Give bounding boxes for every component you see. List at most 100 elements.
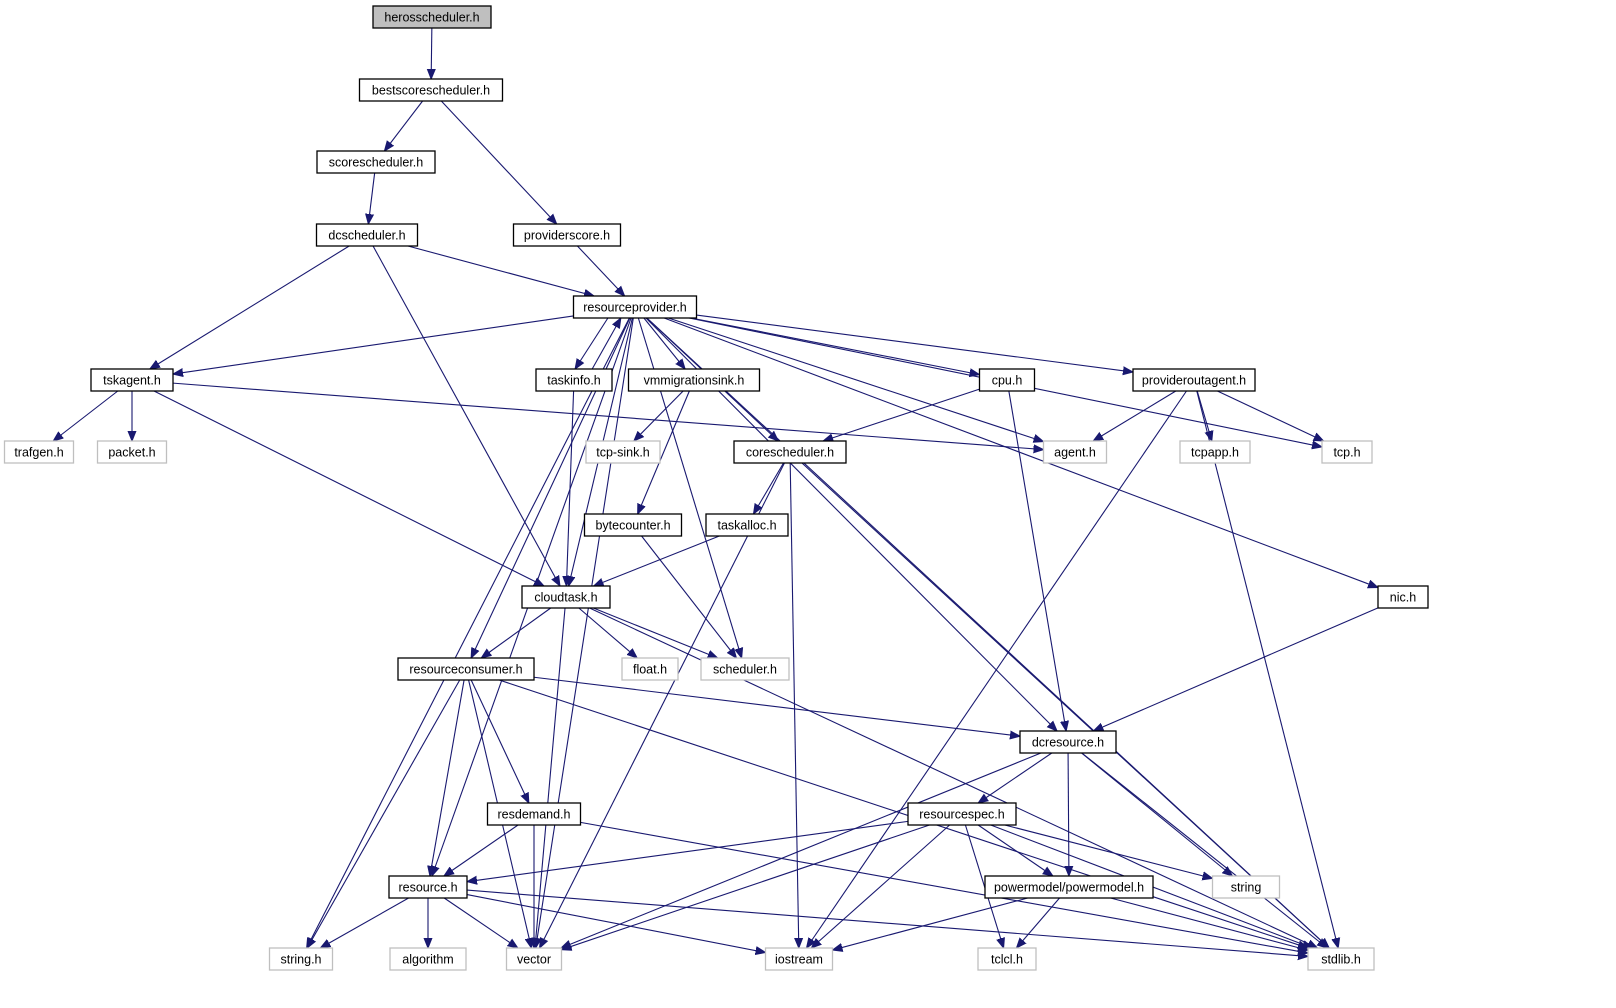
node-label: nic.h: [1390, 591, 1416, 605]
node-box: [978, 368, 1036, 392]
node-providerscore-h[interactable]: providerscore.h: [512, 223, 622, 247]
node-box: [372, 5, 492, 29]
edge-resourceprovider-h-to-nic-h: [663, 317, 1378, 588]
node-label: tcp.h: [1333, 446, 1360, 460]
edge-dcresource-h-to-powermodel-powermodel-h: [1068, 752, 1069, 876]
node-label: taskinfo.h: [547, 374, 601, 388]
node-scorescheduler-h[interactable]: scorescheduler.h: [316, 150, 436, 174]
edge-providerscore-h-to-resourceprovider-h: [576, 245, 624, 296]
edge-taskalloc-h-to-cloudtask-h: [594, 535, 720, 586]
node-label: resourceprovider.h: [583, 301, 687, 315]
edge-cloudtask-h-to-resourceconsumer-h: [481, 607, 552, 658]
node-dcresource-h[interactable]: dcresource.h: [1019, 730, 1117, 754]
node-agent-h: agent.h: [1042, 440, 1108, 464]
node-label: string: [1231, 881, 1262, 895]
edge-scorescheduler-h-to-dcscheduler-h: [368, 172, 376, 224]
node-herosscheduler-h[interactable]: herosscheduler.h: [372, 5, 492, 29]
node-label: resource.h: [398, 881, 457, 895]
node-resourcespec-h[interactable]: resourcespec.h: [907, 802, 1017, 826]
node-stdlib-h: stdlib.h: [1307, 947, 1375, 971]
node-label: cloudtask.h: [534, 591, 597, 605]
edge-resourcespec-h-to-vector: [562, 824, 930, 950]
node-label: resourceconsumer.h: [409, 663, 522, 677]
node-box: [486, 802, 582, 826]
edge-cloudtask-h-to-vector: [535, 607, 566, 948]
node-label: corescheduler.h: [746, 446, 834, 460]
node-label: vmmigrationsink.h: [644, 374, 745, 388]
node-label: dcscheduler.h: [328, 229, 405, 243]
node-tcp-h: tcp.h: [1321, 440, 1373, 464]
node-label: resdemand.h: [498, 808, 571, 822]
node-taskalloc-h[interactable]: taskalloc.h: [705, 513, 789, 537]
node-label: scheduler.h: [713, 663, 777, 677]
node-packet-h: packet.h: [96, 440, 168, 464]
edge-provideroutagent-h-to-iostream: [807, 390, 1187, 948]
edge-herosscheduler-h-to-bestscorescheduler-h: [431, 27, 432, 79]
edge-resourceprovider-h-to-vmmigrationsink-h: [643, 317, 685, 369]
edge-resourcespec-h-to-resource-h: [467, 820, 909, 881]
node-cloudtask-h[interactable]: cloudtask.h: [521, 585, 611, 609]
edge-cloudtask-h-to-scheduler-h: [593, 607, 717, 659]
node-powermodel-powermodel-h[interactable]: powermodel/powermodel.h: [984, 875, 1154, 899]
node-taskinfo-h[interactable]: taskinfo.h: [535, 368, 613, 392]
edges: [53, 27, 1378, 956]
node-box: [388, 875, 468, 899]
node-label: float.h: [633, 663, 667, 677]
edge-resource-h-to-vector: [443, 897, 518, 948]
node-label: herosscheduler.h: [384, 11, 479, 25]
node-bytecounter-h[interactable]: bytecounter.h: [583, 513, 683, 537]
node-label: tskagent.h: [103, 374, 161, 388]
node-box: [512, 223, 622, 247]
node-resourceconsumer-h[interactable]: resourceconsumer.h: [397, 657, 535, 681]
edge-dcresource-h-to-string: [1081, 752, 1233, 876]
node-label: vector: [517, 953, 551, 967]
edge-resourceconsumer-h-to-resource-h: [430, 679, 465, 876]
node-label: packet.h: [108, 446, 155, 460]
node-label: trafgen.h: [14, 446, 63, 460]
node-box: [700, 657, 790, 681]
node-dcscheduler-h[interactable]: dcscheduler.h: [315, 223, 419, 247]
node-resource-h[interactable]: resource.h: [388, 875, 468, 899]
node-box: [583, 513, 683, 537]
node-string: string: [1211, 875, 1281, 899]
edge-vmmigrationsink-h-to-tcp-sink-h: [634, 390, 684, 441]
node-vector: vector: [505, 947, 563, 971]
node-resdemand-h[interactable]: resdemand.h: [486, 802, 582, 826]
node-provideroutagent-h[interactable]: provideroutagent.h: [1132, 368, 1256, 392]
edge-tskagent-h-to-agent-h: [172, 382, 1044, 449]
node-bestscorescheduler-h[interactable]: bestscorescheduler.h: [358, 78, 504, 102]
node-vmmigrationsink-h[interactable]: vmmigrationsink.h: [627, 368, 761, 392]
node-tskagent-h[interactable]: tskagent.h: [90, 368, 174, 392]
node-label: cpu.h: [992, 374, 1023, 388]
edge-resourceprovider-h-to-provideroutagent-h: [696, 314, 1134, 372]
nodes: herosscheduler.h bestscorescheduler.h scor…: [3, 5, 1429, 971]
edge-resourceprovider-h-to-taskinfo-h: [575, 317, 609, 369]
node-resourceprovider-h[interactable]: resourceprovider.h: [572, 295, 698, 319]
node-algorithm: algorithm: [389, 947, 467, 971]
node-box: [1132, 368, 1256, 392]
edge-taskinfo-h-to-resourceprovider-h: [591, 318, 621, 370]
edge-provideroutagent-h-to-stdlib-h: [1196, 390, 1338, 948]
node-cpu-h[interactable]: cpu.h: [978, 368, 1036, 392]
edge-cpu-h-to-corescheduler-h: [823, 388, 980, 441]
node-label: tclcl.h: [991, 953, 1023, 967]
edge-cloudtask-h-to-stdlib-h: [589, 607, 1318, 948]
node-box: [733, 440, 847, 464]
edge-tskagent-h-to-trafgen-h: [53, 390, 119, 441]
edge-powermodel-powermodel-h-to-iostream: [833, 897, 1028, 950]
edge-dcresource-h-to-vector: [561, 752, 1042, 949]
edge-provideroutagent-h-to-tcpapp-h: [1196, 390, 1212, 441]
node-nic-h[interactable]: nic.h: [1377, 585, 1429, 609]
node-box: [977, 947, 1037, 971]
edge-taskinfo-h-to-cloudtask-h: [566, 390, 575, 586]
edge-resourceprovider-h-to-string-h: [307, 317, 630, 948]
edge-resourceprovider-h-to-agent-h: [668, 317, 1043, 442]
node-box: [316, 150, 436, 174]
edge-resourceprovider-h-to-vector: [536, 317, 634, 948]
node-box: [505, 947, 563, 971]
edge-resdemand-h-to-resource-h: [444, 824, 519, 876]
edge-corescheduler-h-to-stdlib-h: [801, 462, 1329, 948]
edge-powermodel-powermodel-h-to-stdlib-h: [1110, 897, 1308, 950]
node-corescheduler-h[interactable]: corescheduler.h: [733, 440, 847, 464]
